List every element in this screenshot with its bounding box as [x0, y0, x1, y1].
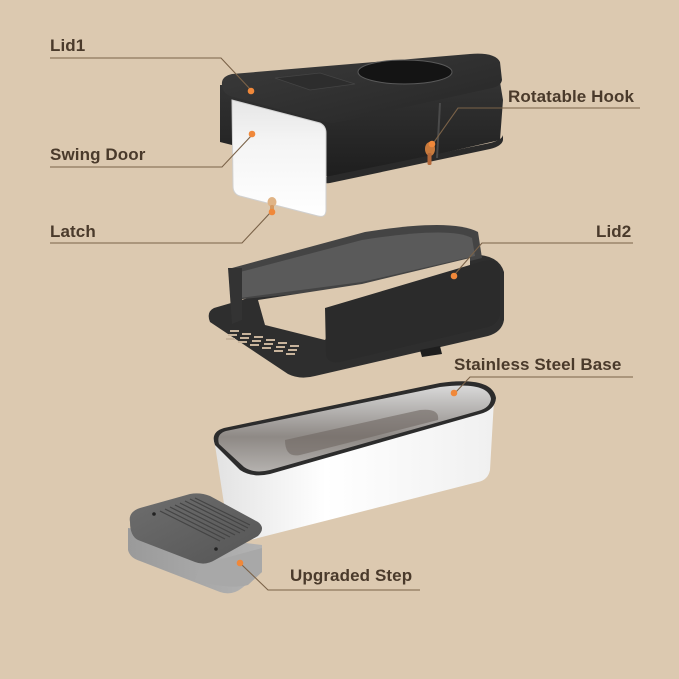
- label-stainless-steel-base: Stainless Steel Base: [454, 355, 622, 374]
- label-lid2: Lid2: [596, 222, 632, 241]
- leader-lines: [50, 57, 640, 591]
- label-latch: Latch: [50, 222, 96, 241]
- upgraded-step-part: [128, 493, 262, 594]
- label-rotatable-hook: Rotatable Hook: [508, 87, 635, 106]
- lid2-part: [208, 225, 504, 378]
- label-upgraded-step: Upgraded Step: [290, 566, 413, 585]
- label-lid1: Lid1: [50, 36, 86, 55]
- stainless-base-part: [213, 381, 496, 540]
- marker-dots: [236, 87, 458, 567]
- label-swing-door: Swing Door: [50, 145, 146, 164]
- swing-door-part: [231, 99, 327, 217]
